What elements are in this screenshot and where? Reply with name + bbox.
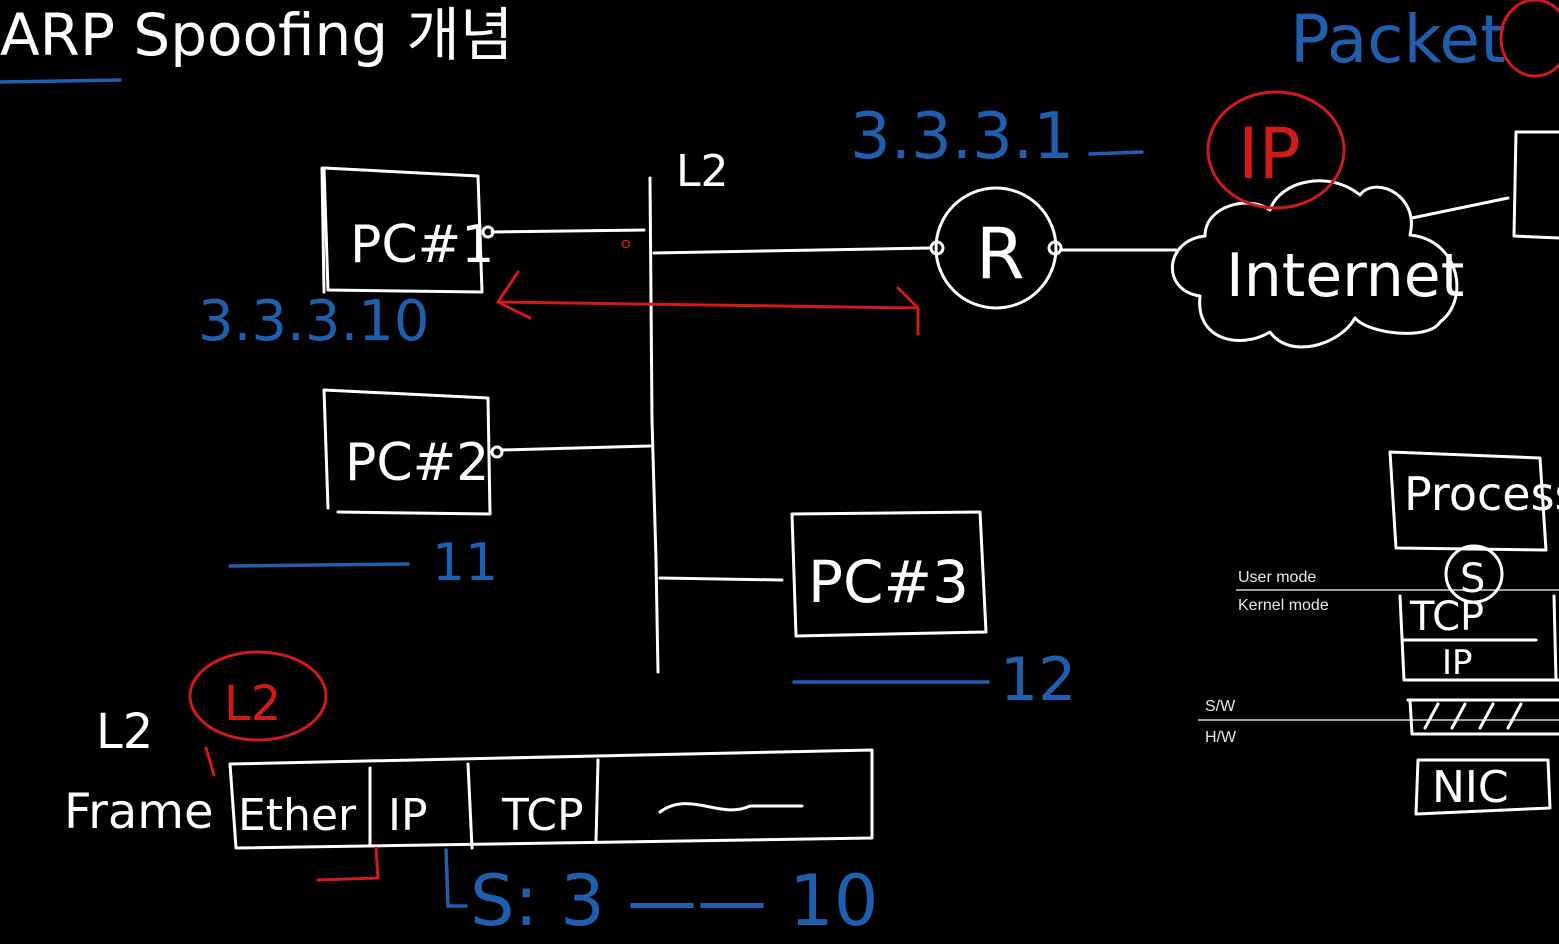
pc-2: PC#2 [322, 388, 652, 516]
pc-3-ip: 12 [1000, 645, 1076, 715]
internet-label: Internet [1226, 241, 1464, 311]
ip-circle-label: IP [1238, 113, 1301, 195]
pc-1-ip: 3.3.3.10 [198, 289, 430, 354]
socket-label: S [1460, 556, 1485, 602]
pc-1: PC#1 [320, 166, 646, 294]
internet-cloud: Internet [1171, 179, 1510, 349]
pc-2-label: PC#2 [345, 433, 489, 493]
hw-label: H/W [1205, 729, 1237, 746]
frame-field-payload [658, 802, 804, 814]
frame-label: Frame [64, 784, 214, 840]
pc-3: PC#3 [658, 510, 988, 638]
tcp-label: TCP [1409, 594, 1484, 640]
remote-box-partial [1512, 130, 1559, 240]
router-label: R [976, 213, 1025, 295]
frame-layer-label: L2 [96, 704, 153, 760]
cursor-dot [621, 239, 631, 249]
packet-red-circle [1499, 0, 1559, 78]
sw-label: S/W [1205, 698, 1236, 715]
switch-router-link [652, 246, 932, 255]
kernel-mode-label: Kernel mode [1238, 597, 1329, 614]
ether-pointer [444, 848, 468, 908]
frame-note: S: 3 —— 10 [470, 860, 878, 942]
frame-field-ip: IP [388, 790, 428, 841]
pc-2-ip-line [228, 562, 410, 568]
pc-3-label: PC#3 [808, 548, 969, 616]
switch-label: L2 [676, 146, 729, 197]
ether-red-mark [316, 846, 380, 882]
process-label: Process [1404, 467, 1559, 521]
title-underline [0, 78, 122, 84]
frame-box: Ether IP TCP [228, 748, 874, 850]
packet-label: Packet [1290, 1, 1506, 78]
frame-layer-red-circle: L2 [188, 650, 328, 777]
user-mode-label: User mode [1238, 569, 1316, 586]
frame-field-ether: Ether [238, 790, 357, 841]
router-ip-underline [1088, 150, 1144, 156]
router: R [929, 186, 1063, 310]
title: ARP Spoofing 개념 [0, 1, 513, 69]
nic-label: NIC [1432, 762, 1509, 813]
svg-text:L2: L2 [224, 676, 281, 732]
switch-line [648, 176, 660, 674]
frame-field-tcp: TCP [501, 790, 584, 841]
pc-2-ip: 11 [432, 533, 498, 593]
network-stack: Process S User mode Kernel mode TCP IP S… [1198, 450, 1559, 816]
stack-ip-label: IP [1442, 643, 1473, 683]
router-ip: 3.3.3.1 [850, 100, 1074, 174]
pc-1-label: PC#1 [350, 215, 494, 275]
ip-red-circle: IP [1206, 90, 1346, 210]
spoof-arrow [496, 270, 920, 336]
